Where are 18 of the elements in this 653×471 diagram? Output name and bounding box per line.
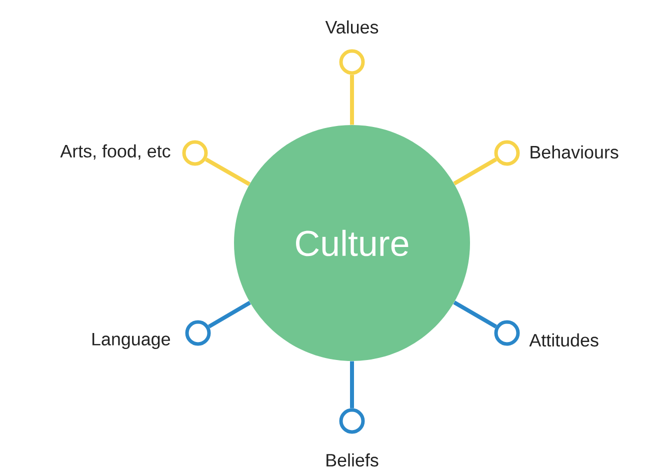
small-circle (339, 408, 365, 434)
connector-line (205, 158, 250, 186)
node-label: Values (325, 20, 378, 34)
connector-line (350, 74, 354, 125)
connector-line (208, 300, 251, 328)
connector-line (350, 361, 354, 408)
node-label: Language (92, 332, 170, 350)
small-circle (185, 320, 211, 346)
connector-line (453, 300, 497, 328)
node-label: Beliefs (326, 453, 378, 467)
small-circle (339, 49, 365, 75)
small-circle (494, 140, 520, 166)
small-circle (182, 140, 208, 166)
small-circle (494, 320, 520, 346)
connector-line (453, 158, 497, 186)
node-label: Attitudes (529, 333, 598, 347)
node-label: Behaviours (530, 145, 618, 159)
node-label: Arts, food, etc (60, 144, 170, 160)
